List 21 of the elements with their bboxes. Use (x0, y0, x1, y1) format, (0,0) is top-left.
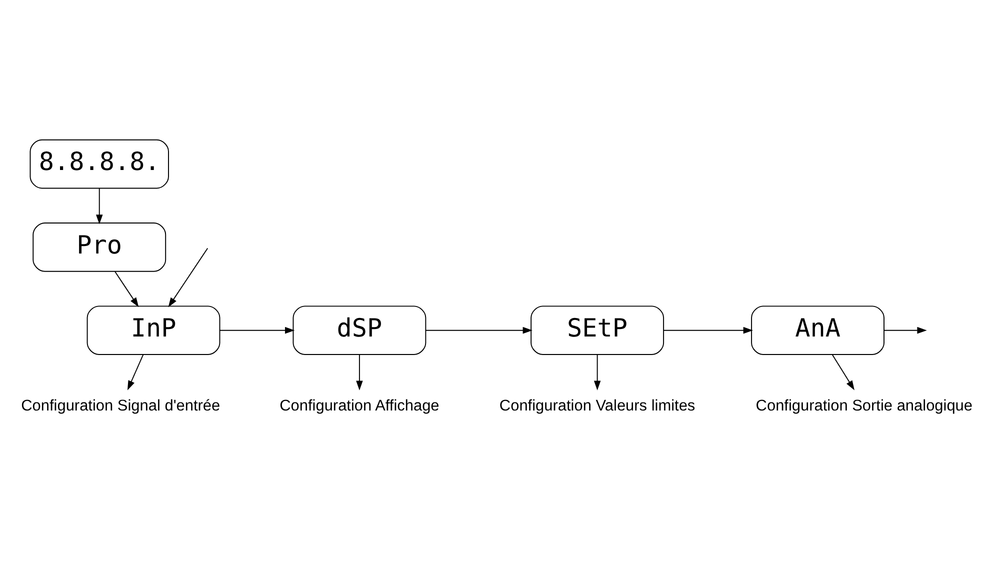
arrow (663, 326, 753, 334)
arrow (127, 354, 144, 390)
node-box: 8.8.8.8. (30, 139, 169, 189)
node-box: InP (86, 306, 220, 355)
arrow (884, 326, 927, 334)
node-box: SEtP (530, 306, 664, 355)
node-box: AnA (751, 306, 884, 355)
node-text: Configuration Valeurs limites (499, 397, 696, 414)
arrow (219, 326, 295, 334)
node-text: Configuration Affichage (280, 397, 440, 414)
node-text: Configuration Signal d'entrée (21, 397, 220, 414)
node-box: Pro (32, 222, 166, 272)
node-box: dSP (292, 306, 426, 355)
arrow (168, 248, 208, 308)
arrow (425, 326, 532, 334)
arrow (356, 354, 363, 390)
arrow (96, 188, 103, 224)
node-text: Configuration Sortie analogique (756, 397, 973, 414)
arrow (594, 354, 601, 390)
arrow (832, 354, 854, 390)
arrow (114, 271, 139, 308)
